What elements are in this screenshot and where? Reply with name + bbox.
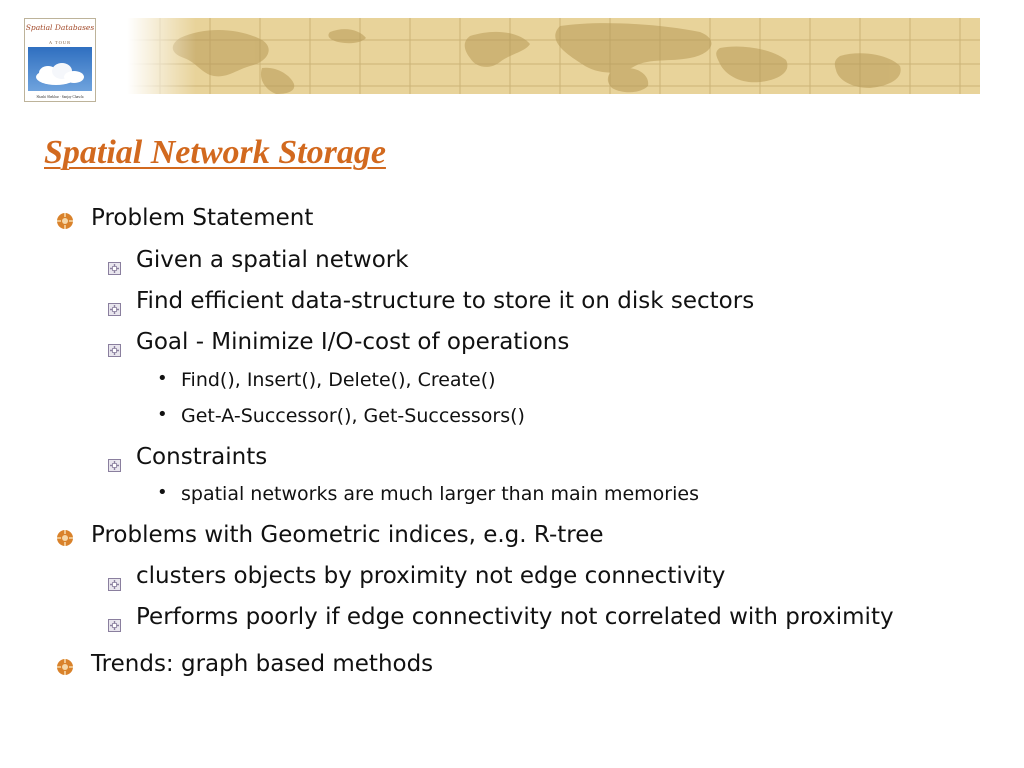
square-bullet-icon [108,337,121,361]
bullet-text: Find(), Insert(), Delete(), Create() [181,369,496,391]
dot-bullet-icon: • [157,482,168,503]
bullet-text: spatial networks are much larger than ma… [181,483,699,505]
slide-title: Spatial Network Storage [44,134,386,171]
bullet-text: Performs poorly if edge connectivity not… [136,604,894,630]
square-bullet-icon [108,452,121,476]
orange-circle-bullet-icon [56,527,74,551]
cover-authors: Shashi Shekhar · Sanjay Chawla [36,95,84,99]
bullet-text: Problems with Geometric indices, e.g. R-… [91,522,604,548]
cover-title: Spatial Databases [25,23,95,32]
bullet-text: Goal - Minimize I/O-cost of operations [136,329,570,355]
world-map-graphic [0,18,980,94]
square-bullet-icon [108,571,121,595]
square-bullet-icon [108,612,121,636]
header-banner [0,18,980,94]
orange-circle-bullet-icon [56,210,74,234]
dot-bullet-icon: • [157,404,168,425]
bullet-text: clusters objects by proximity not edge c… [136,563,726,589]
bullet-text: Constraints [136,444,268,470]
bullet-text: Given a spatial network [136,247,409,273]
bullet-text: Problem Statement [91,205,314,231]
book-cover-thumbnail: Spatial Databases A TOUR Shashi Shekhar … [24,18,96,102]
bullet-text: Find efficient data-structure to store i… [136,288,755,314]
bullet-text: Trends: graph based methods [91,651,434,677]
orange-circle-bullet-icon [56,656,74,680]
square-bullet-icon [108,296,121,320]
cloud-sky-image [28,47,92,91]
dot-bullet-icon: • [157,368,168,389]
cover-subtitle: A TOUR [48,40,72,45]
square-bullet-icon [108,255,121,279]
bullet-text: Get-A-Successor(), Get-Successors() [181,405,525,427]
